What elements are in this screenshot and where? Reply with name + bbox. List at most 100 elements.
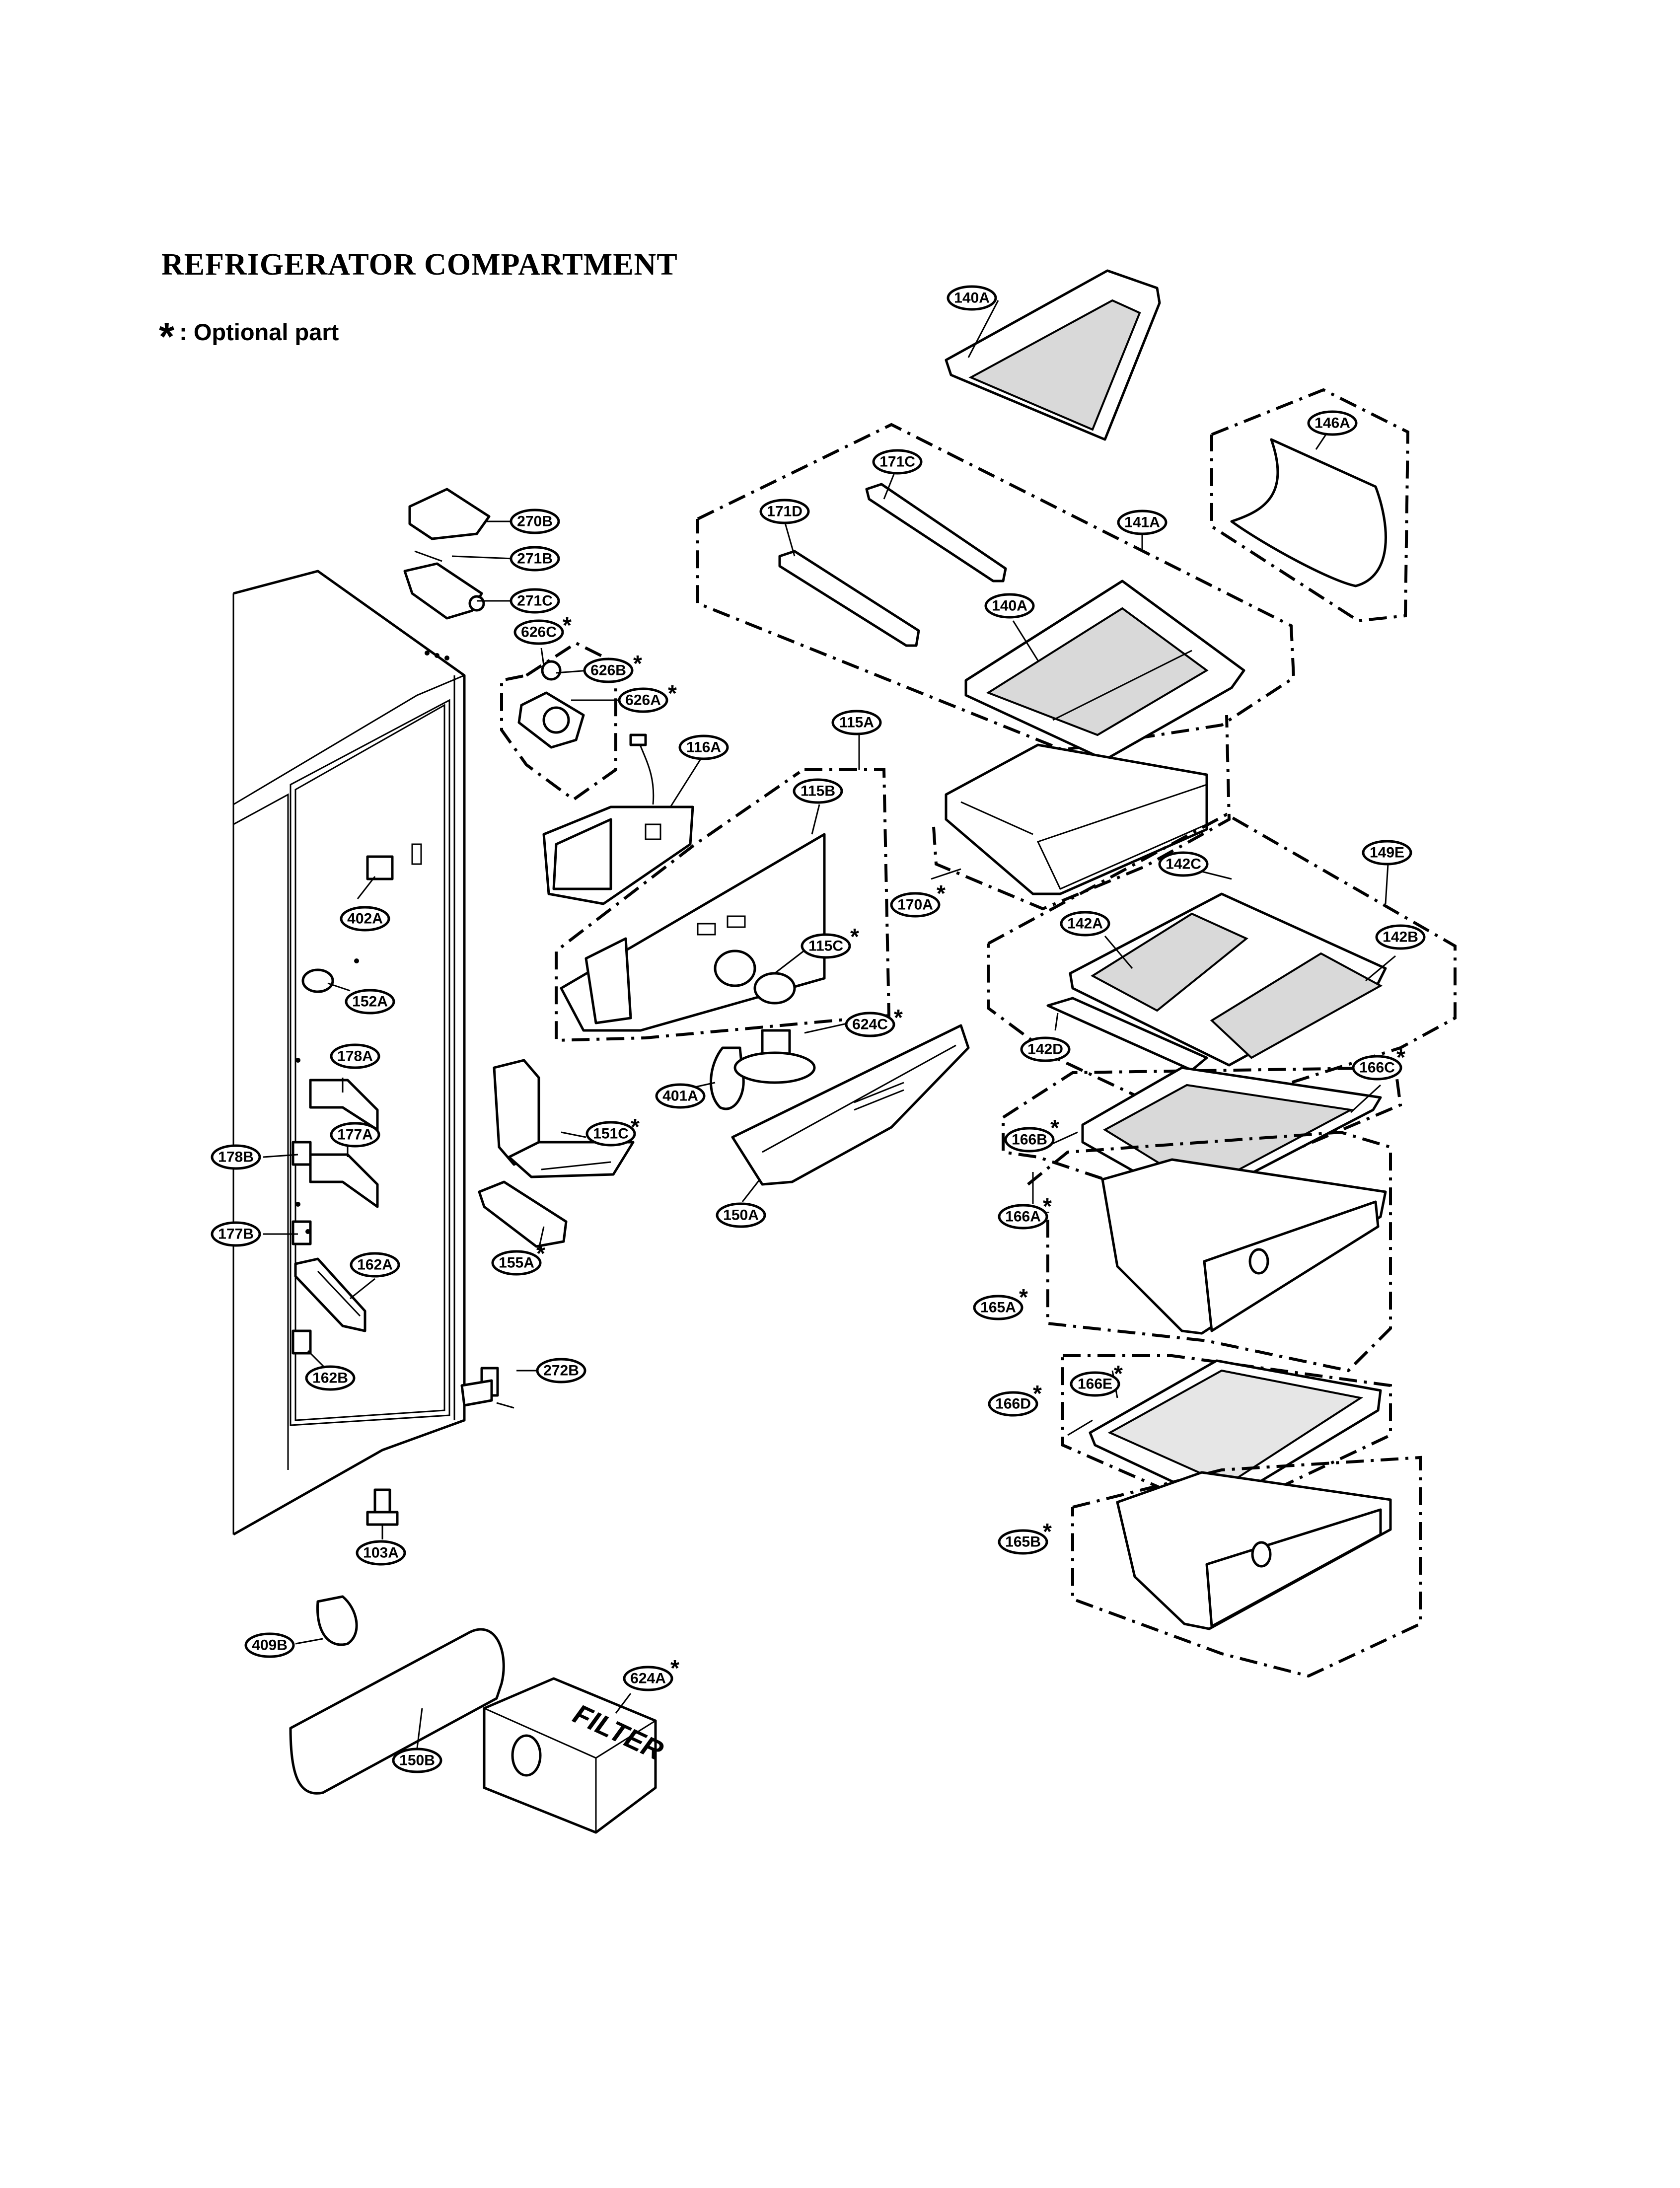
shelf-assembly-149e <box>987 812 1457 1119</box>
label-141a: 141A <box>1117 510 1168 535</box>
label-177a: 177A <box>330 1122 380 1148</box>
leader-lines <box>263 300 1396 1749</box>
svg-text:178B: 178B <box>218 1149 254 1166</box>
part-626-assembly <box>500 641 617 802</box>
label-115a: 115A <box>831 710 882 735</box>
label-624a: 624A <box>623 1666 673 1691</box>
label-140a-top: 140A <box>947 285 997 311</box>
label-150a: 150A <box>716 1202 766 1228</box>
label-624c: 624C <box>845 1012 895 1037</box>
label-140a-mid: 140A <box>984 593 1035 619</box>
svg-text:272B: 272B <box>543 1363 579 1379</box>
svg-text:116A: 116A <box>686 739 721 756</box>
svg-text:142C: 142C <box>1166 856 1201 873</box>
svg-text:165A: 165A <box>980 1300 1016 1316</box>
asterisk-166d: * <box>1033 1381 1042 1406</box>
svg-text:149E: 149E <box>1370 845 1404 861</box>
asterisk-165b: * <box>1043 1519 1052 1544</box>
svg-text:166A: 166A <box>1005 1209 1041 1225</box>
label-165b: 165B <box>998 1529 1048 1555</box>
svg-text:177B: 177B <box>218 1226 254 1242</box>
label-177b: 177B <box>211 1221 261 1247</box>
asterisk-626b: * <box>633 651 642 676</box>
asterisk-624a: * <box>670 1655 679 1681</box>
optional-asterisks: * * * * * * * * * * * * * * * * <box>536 612 1405 1681</box>
label-162a: 162A <box>350 1252 400 1278</box>
label-142d: 142D <box>1020 1036 1071 1062</box>
drawer-165a <box>1027 1130 1392 1373</box>
svg-text:170A: 170A <box>897 897 933 913</box>
label-166c: 166C <box>1352 1055 1402 1081</box>
svg-text:165B: 165B <box>1005 1534 1041 1550</box>
part-146a-panel <box>1210 388 1410 623</box>
svg-text:166D: 166D <box>995 1396 1031 1412</box>
label-151c: 151C <box>585 1121 636 1147</box>
optional-legend-text: : Optional part <box>179 319 339 345</box>
label-409b: 409B <box>244 1632 295 1658</box>
asterisk-165a: * <box>1019 1284 1028 1310</box>
asterisk-170a: * <box>937 880 946 906</box>
label-103a: 103A <box>356 1540 406 1566</box>
part-401a-624c <box>710 1029 816 1110</box>
asterisk-166c: * <box>1396 1044 1405 1070</box>
label-166e: 166E <box>1070 1371 1120 1397</box>
label-401a: 401A <box>655 1083 706 1109</box>
label-142a: 142A <box>1060 911 1110 937</box>
label-116a: 116A <box>678 734 729 760</box>
svg-text:142A: 142A <box>1067 916 1103 932</box>
refrigerator-cabinet <box>232 570 514 1536</box>
label-115b: 115B <box>793 778 843 804</box>
svg-text:140A: 140A <box>992 598 1027 614</box>
svg-text:626A: 626A <box>625 692 661 709</box>
optional-asterisk: * <box>159 314 175 359</box>
svg-text:155A: 155A <box>499 1255 534 1271</box>
svg-text:142B: 142B <box>1383 929 1418 946</box>
svg-text:166B: 166B <box>1012 1132 1047 1148</box>
label-271c: 271C <box>510 588 560 614</box>
asterisk-166a: * <box>1043 1193 1052 1219</box>
svg-text:401A: 401A <box>662 1088 698 1104</box>
svg-text:141A: 141A <box>1124 514 1160 531</box>
label-270b: 270B <box>510 509 560 534</box>
label-152a: 152A <box>345 989 395 1015</box>
asterisk-155a: * <box>536 1240 545 1266</box>
part-150b-cover <box>289 1628 505 1795</box>
svg-text:150A: 150A <box>723 1207 759 1224</box>
label-115c: 115C <box>801 933 851 959</box>
label-178b: 178B <box>211 1144 261 1170</box>
part-115a-housing <box>555 768 891 1042</box>
label-166d: 166D <box>988 1391 1038 1417</box>
shelf-140a-top <box>945 269 1161 441</box>
svg-text:624A: 624A <box>630 1671 666 1687</box>
svg-text:115B: 115B <box>801 783 835 800</box>
svg-text:115A: 115A <box>839 715 874 731</box>
asterisk-626c: * <box>563 612 572 638</box>
svg-text:626B: 626B <box>590 662 626 679</box>
label-166a: 166A <box>998 1204 1048 1230</box>
label-626c: 626C <box>513 619 564 645</box>
drawer-170a <box>932 715 1231 911</box>
asterisk-624c: * <box>894 1005 903 1030</box>
svg-text:162B: 162B <box>312 1370 348 1386</box>
svg-text:271B: 271B <box>517 551 553 567</box>
label-142b: 142B <box>1375 924 1426 950</box>
label-146a: 146A <box>1307 410 1358 436</box>
svg-text:140A: 140A <box>954 290 990 306</box>
label-155a: 155A <box>491 1250 542 1276</box>
svg-text:271C: 271C <box>517 593 553 609</box>
asterisk-151c: * <box>631 1114 640 1140</box>
label-626a: 626A <box>618 687 668 713</box>
svg-text:162A: 162A <box>357 1257 393 1273</box>
svg-text:171D: 171D <box>767 504 803 520</box>
parts-270b-271c <box>403 488 491 620</box>
svg-text:624C: 624C <box>852 1017 888 1033</box>
label-272b: 272B <box>536 1358 586 1384</box>
label-178a: 178A <box>330 1043 380 1069</box>
label-165a: 165A <box>973 1295 1023 1320</box>
svg-text:115C: 115C <box>808 938 843 954</box>
svg-text:626C: 626C <box>521 624 557 641</box>
label-170a: 170A <box>890 892 941 918</box>
svg-text:166C: 166C <box>1359 1060 1395 1076</box>
label-171d: 171D <box>759 499 810 524</box>
